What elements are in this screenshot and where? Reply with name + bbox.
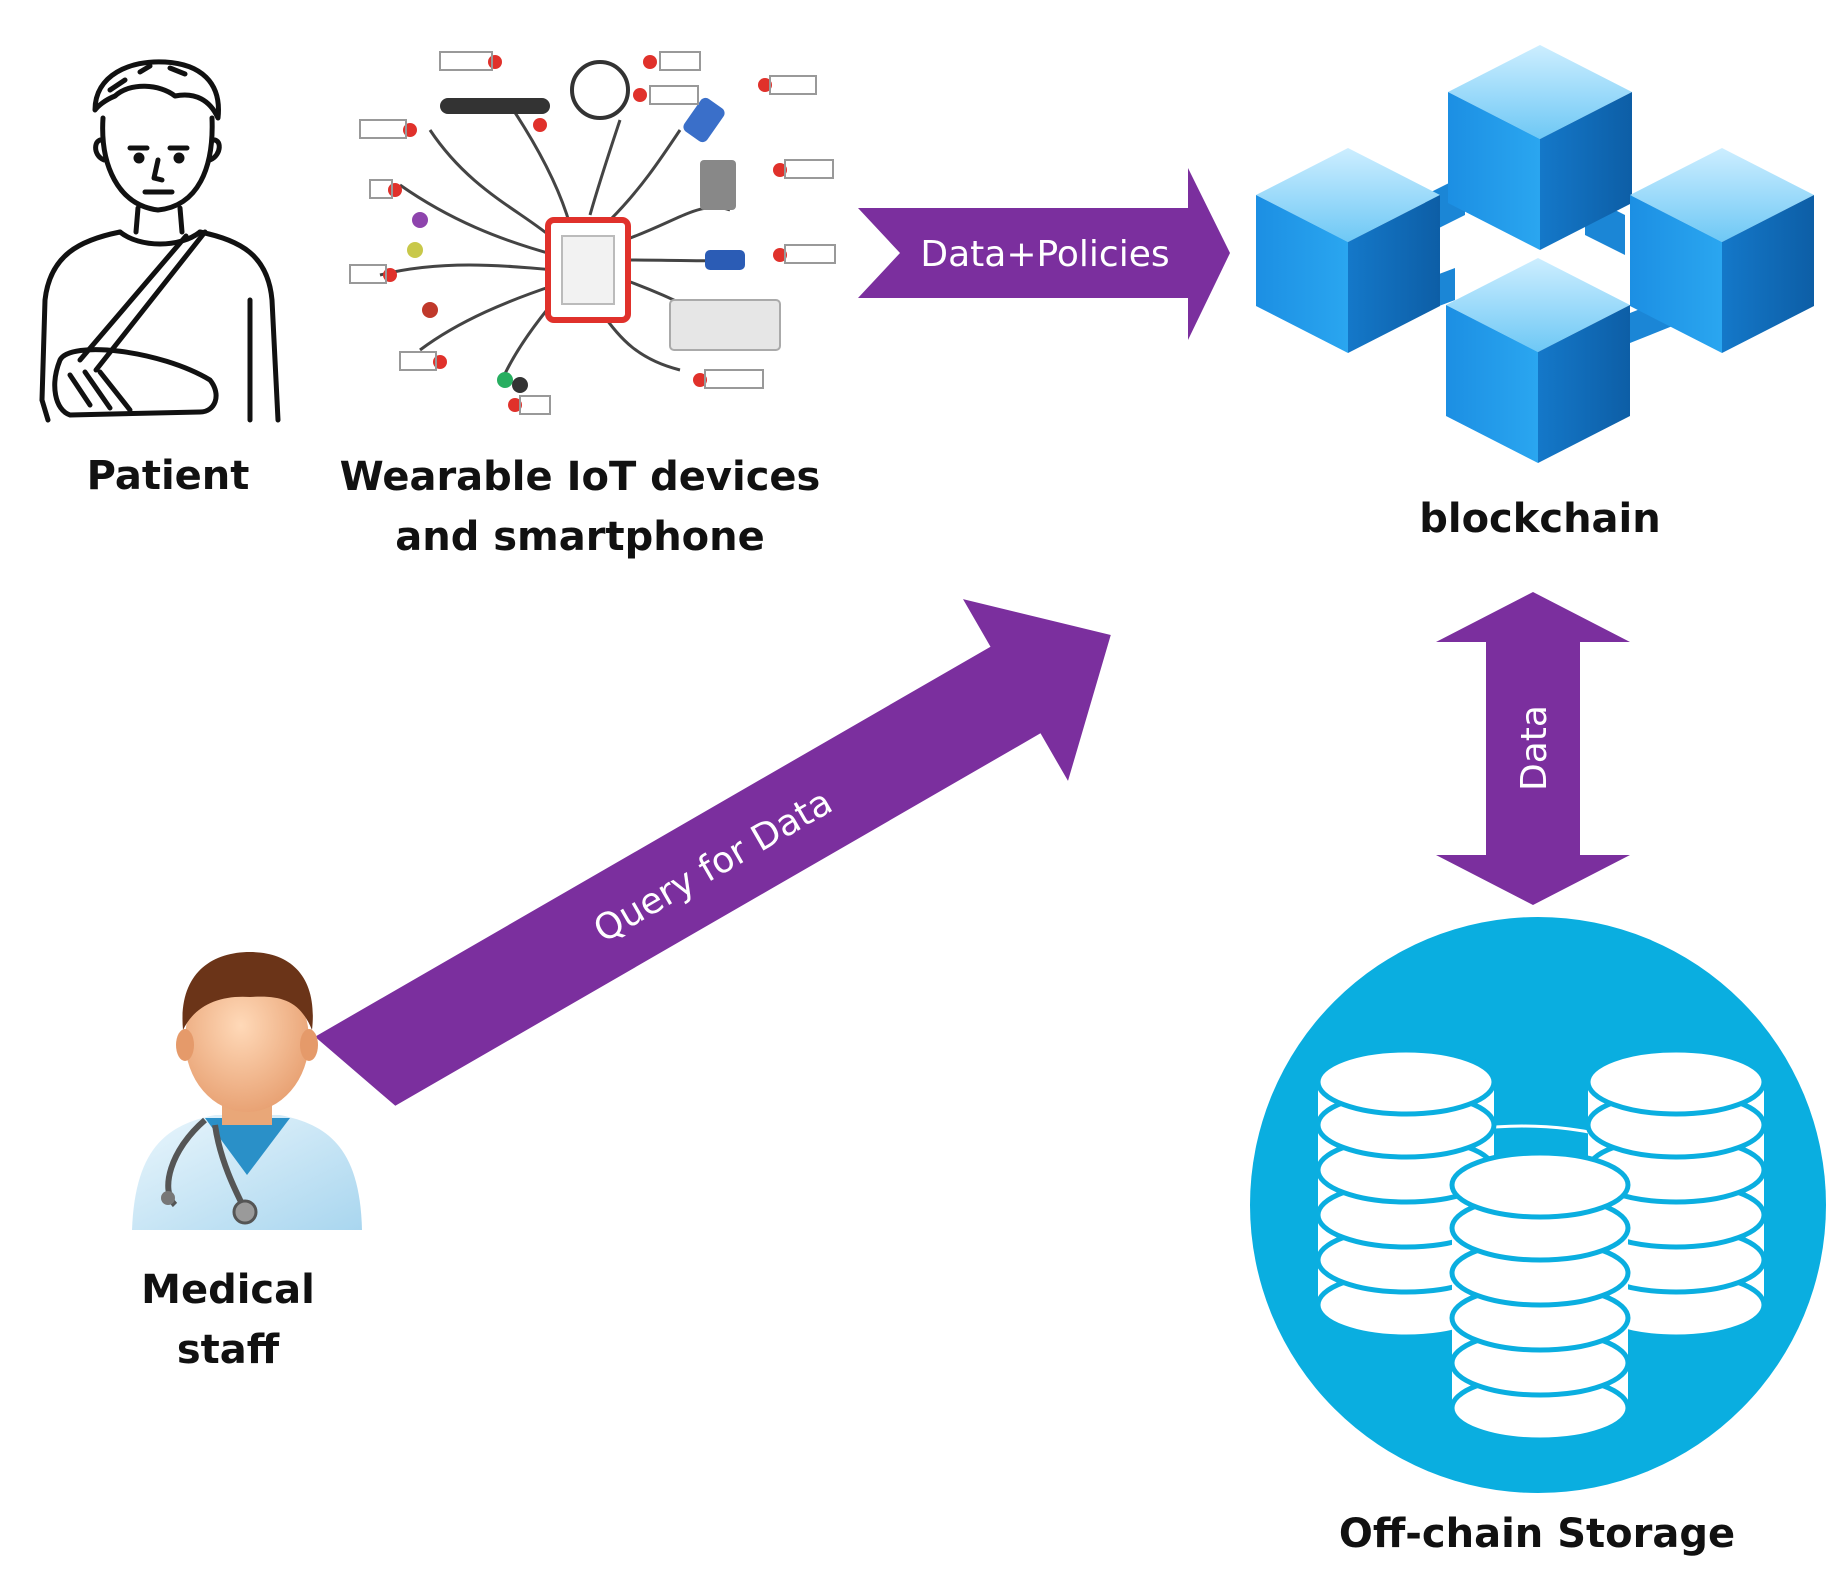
wearable-iot-devices-icon <box>349 51 836 415</box>
patient-label: Patient <box>87 453 250 499</box>
storage-label: Off-chain Storage <box>1339 1511 1735 1557</box>
blockchain-cube <box>1448 45 1632 250</box>
database-stacks-icon <box>1315 1047 1767 1443</box>
arrow-shape <box>1436 592 1630 905</box>
medical-staff-label-line1: Medical <box>141 1267 315 1313</box>
devices-label-line1: Wearable IoT devices <box>340 454 821 500</box>
arrow-shape <box>315 599 1111 1106</box>
blockchain-node: blockchain <box>1256 45 1814 542</box>
devices-node: Wearable IoT devices and smartphone <box>340 51 836 560</box>
storage-node: Off-chain Storage <box>1250 917 1826 1557</box>
patient-node: Patient <box>39 59 281 499</box>
data-policies-label: Data+Policies <box>920 234 1169 275</box>
staff-to-blockchain-arrow: Query for Data <box>315 599 1111 1106</box>
blockchain-cubes-icon <box>1256 45 1814 463</box>
devices-label-line2: and smartphone <box>395 514 765 560</box>
data-label: Data <box>1514 705 1555 791</box>
blockchain-cube <box>1630 148 1814 353</box>
blockchain-cube <box>1256 148 1440 353</box>
arrow-shape <box>858 168 1230 340</box>
devices-to-blockchain-arrow: Data+Policies <box>858 168 1230 340</box>
database-stack <box>1585 1047 1767 1340</box>
blockchain-label: blockchain <box>1419 496 1661 542</box>
medical-staff-label-line2: staff <box>177 1327 280 1373</box>
blockchain-cube <box>1446 258 1630 463</box>
patient-arm-sling-icon <box>39 59 281 423</box>
doctor-stethoscope-icon <box>132 952 362 1230</box>
blockchain-storage-double-arrow: Data <box>1436 592 1630 905</box>
database-stack <box>1449 1150 1631 1443</box>
medical-staff-node: Medical staff <box>132 952 362 1373</box>
